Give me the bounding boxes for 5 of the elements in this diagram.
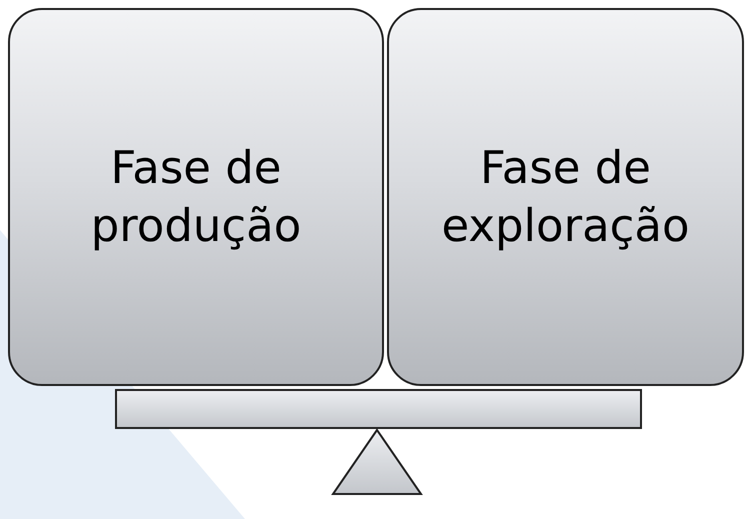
rounded-box (387, 8, 744, 386)
rounded-box (8, 8, 384, 386)
box-label: Fase de exploração (440, 140, 691, 254)
box-label: Fase de produção (90, 140, 302, 254)
fulcrum-triangle (331, 428, 423, 495)
